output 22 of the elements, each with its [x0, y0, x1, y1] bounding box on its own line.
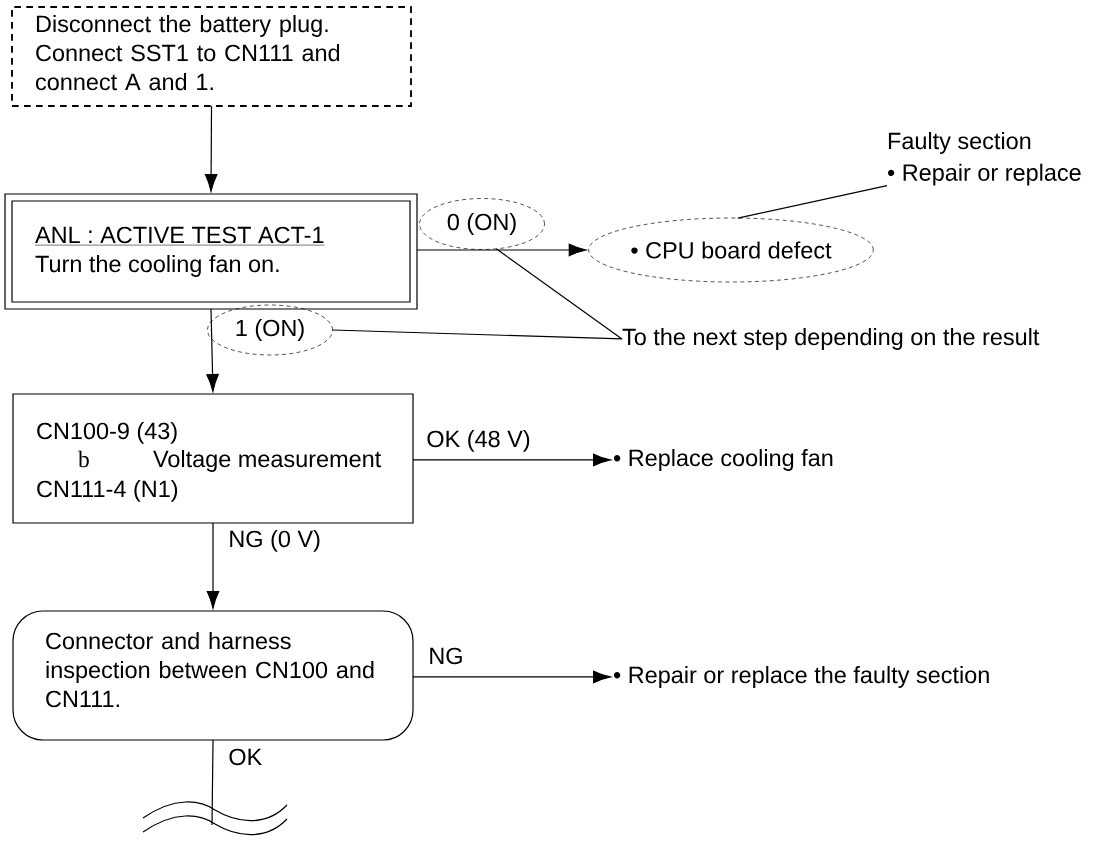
action-text: • Repair or replace the faulty section: [613, 666, 989, 688]
instruction-box: Disconnect the battery plug. Connect SST1 to CN111 and connect A and 1.: [11, 6, 412, 107]
edge-label: NG: [427, 646, 465, 666]
inspection-box: Connector and harness inspection between CN100 and CN111.: [12, 610, 414, 741]
arrow: [206, 308, 219, 392]
measurement-box: CN100-9 (43) b Voltage measurement CN111-4 (N1): [12, 393, 414, 524]
edge-label: NG (0 V): [227, 528, 323, 554]
action-text: • Replace cooling fan: [613, 449, 833, 471]
arrow: [412, 453, 611, 467]
note-text: Faulty section • Repair or replace: [887, 132, 1081, 186]
leader-line: [331, 329, 623, 340]
note-text: To the next step depending on the result: [622, 328, 1040, 350]
arrow: [412, 670, 611, 684]
leader-line: [495, 248, 623, 340]
leader-line: [737, 184, 888, 219]
test-box: ANL : ACTIVE TEST ACT-1 Turn the cooling fan on.: [4, 193, 418, 310]
arrow: [206, 522, 220, 609]
edge-label: OK: [227, 747, 264, 767]
edge-label: OK (48 V): [425, 428, 532, 454]
arrow: [416, 243, 587, 257]
arrow: [204, 105, 218, 192]
line: [211, 739, 214, 826]
